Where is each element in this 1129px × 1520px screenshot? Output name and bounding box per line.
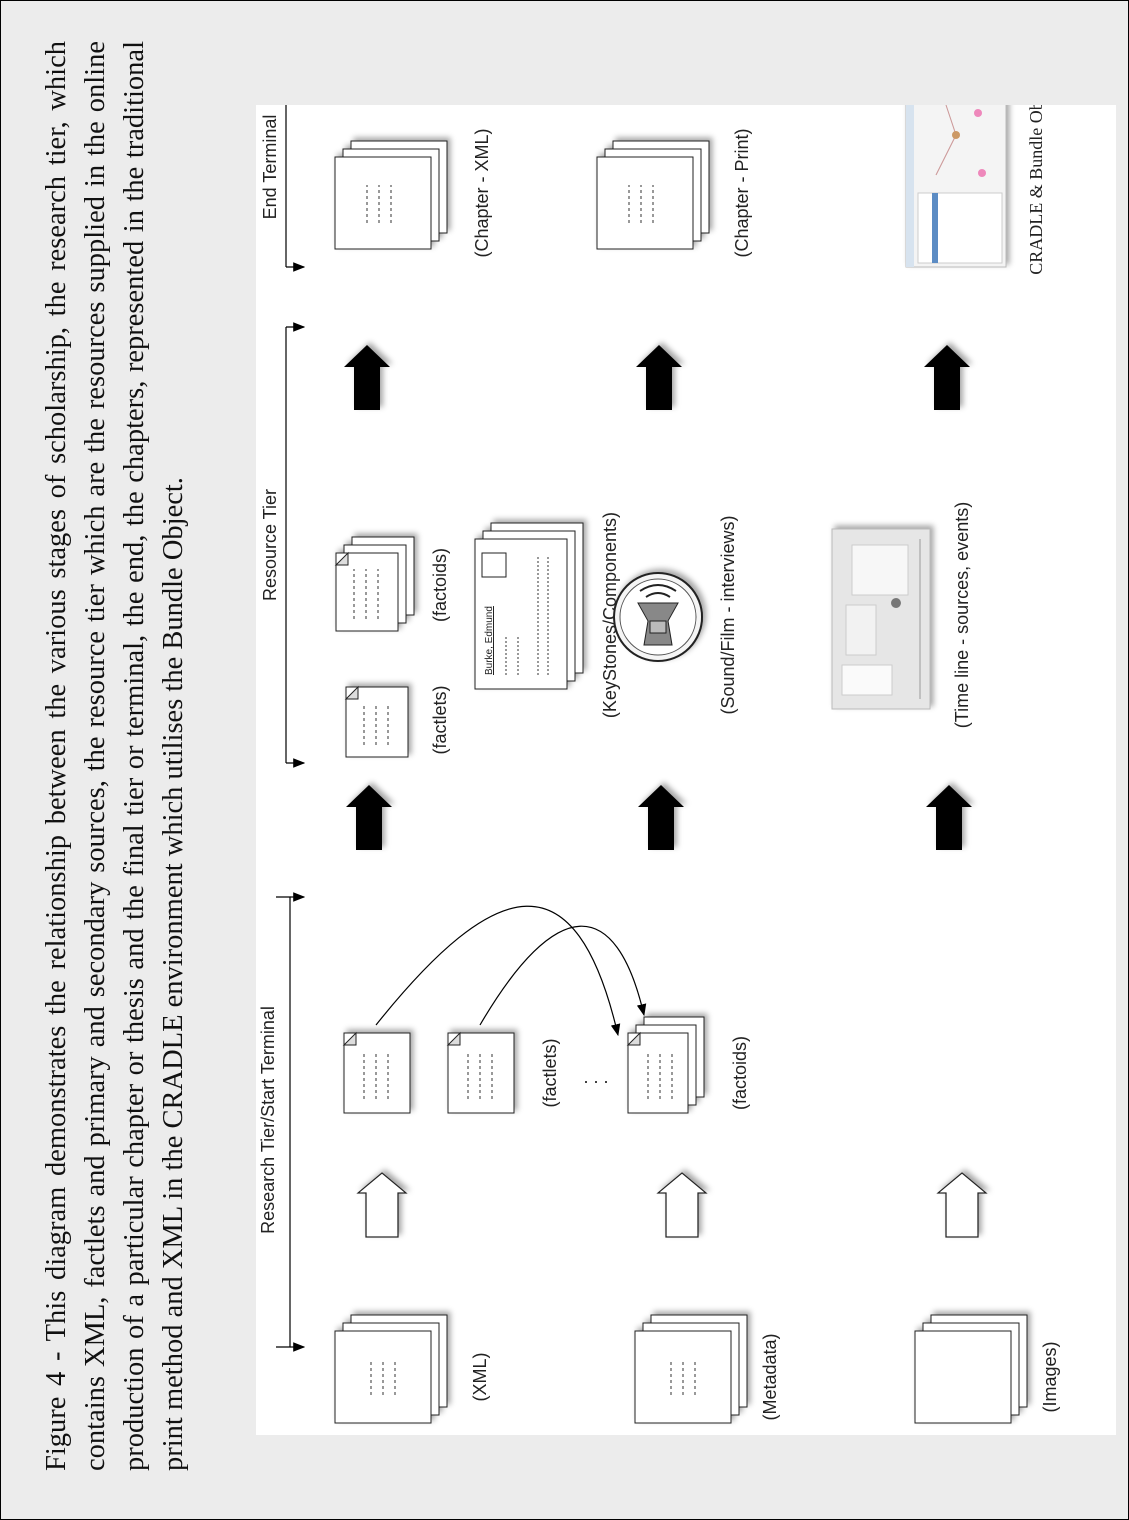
cradle-screenshot xyxy=(905,105,1007,268)
resource-factoid-stack xyxy=(334,536,415,632)
keystones-label: (KeyStones/Components) xyxy=(600,512,620,718)
timeline-label: (Time line - sources, events) xyxy=(952,502,972,728)
factoids-resource-label: (factoids) xyxy=(430,548,450,622)
images-label: (Images) xyxy=(1040,1341,1060,1412)
chapter-print-label: (Chapter - Print) xyxy=(732,128,752,257)
factlet-document-1 xyxy=(342,1031,411,1114)
hollow-arrow-metadata xyxy=(656,1172,708,1238)
timeline-screenshot xyxy=(831,528,931,710)
solid-arrows-1 xyxy=(346,785,972,850)
xml-doc-lines xyxy=(370,1359,396,1395)
factlets-resource-label: (factlets) xyxy=(430,685,450,754)
curved-arrows xyxy=(375,905,647,1037)
sound-label: (Sound/Film - interviews) xyxy=(718,515,738,714)
xml-label: (XML) xyxy=(470,1353,490,1402)
chapter-print-stack xyxy=(596,140,710,250)
solid-arrows-2 xyxy=(344,345,970,410)
keystone-name: Burke, Edmund xyxy=(484,606,495,675)
keystone-card-stack xyxy=(474,522,584,690)
ellipsis-label: . . . xyxy=(583,1067,608,1087)
hollow-arrow-xml xyxy=(356,1172,408,1238)
factlet-document-2 xyxy=(446,1031,515,1114)
chapter-xml-stack xyxy=(334,140,448,250)
speaker-icon xyxy=(613,572,703,662)
xml-document-stack xyxy=(334,1314,448,1424)
hollow-arrow-images xyxy=(936,1172,988,1238)
metadata-document-stack xyxy=(634,1314,748,1424)
diagram-svg: Research Tier/Start Terminal Resource Ti… xyxy=(258,105,1060,1424)
solid-arrow-row3 xyxy=(926,785,972,850)
images-document-stack xyxy=(914,1314,1028,1424)
research-tier-bracket xyxy=(276,892,306,1352)
solid-arrow-row1b xyxy=(344,345,390,410)
hollow-arrows xyxy=(356,1172,988,1238)
factlets-research-label: (factlets) xyxy=(540,1038,560,1107)
factoid-document-stack xyxy=(626,1016,705,1114)
chapter-xml-label: (Chapter - XML) xyxy=(472,128,492,257)
resource-factlet-document xyxy=(344,685,409,758)
research-tier-label: Research Tier/Start Terminal xyxy=(258,1006,278,1234)
solid-arrow-row2b xyxy=(636,345,682,410)
cradle-label: CRADLE & Bundle Object xyxy=(1026,105,1046,275)
tier-diagram: Research Tier/Start Terminal Resource Ti… xyxy=(256,105,1116,1435)
solid-arrow-row1 xyxy=(346,785,392,850)
metadata-label: (Metadata) xyxy=(760,1333,780,1420)
end-tier-bracket xyxy=(285,105,306,272)
solid-arrow-row3b xyxy=(924,345,970,410)
resource-tier-label: Resource Tier xyxy=(260,489,280,601)
solid-arrow-row2 xyxy=(638,785,684,850)
end-tier-label: End Terminal xyxy=(260,115,280,220)
figure-caption: Figure 4 - This diagram demonstrates the… xyxy=(41,41,189,1471)
resource-tier-bracket xyxy=(285,322,306,768)
factoids-research-label: (factoids) xyxy=(730,1036,750,1110)
